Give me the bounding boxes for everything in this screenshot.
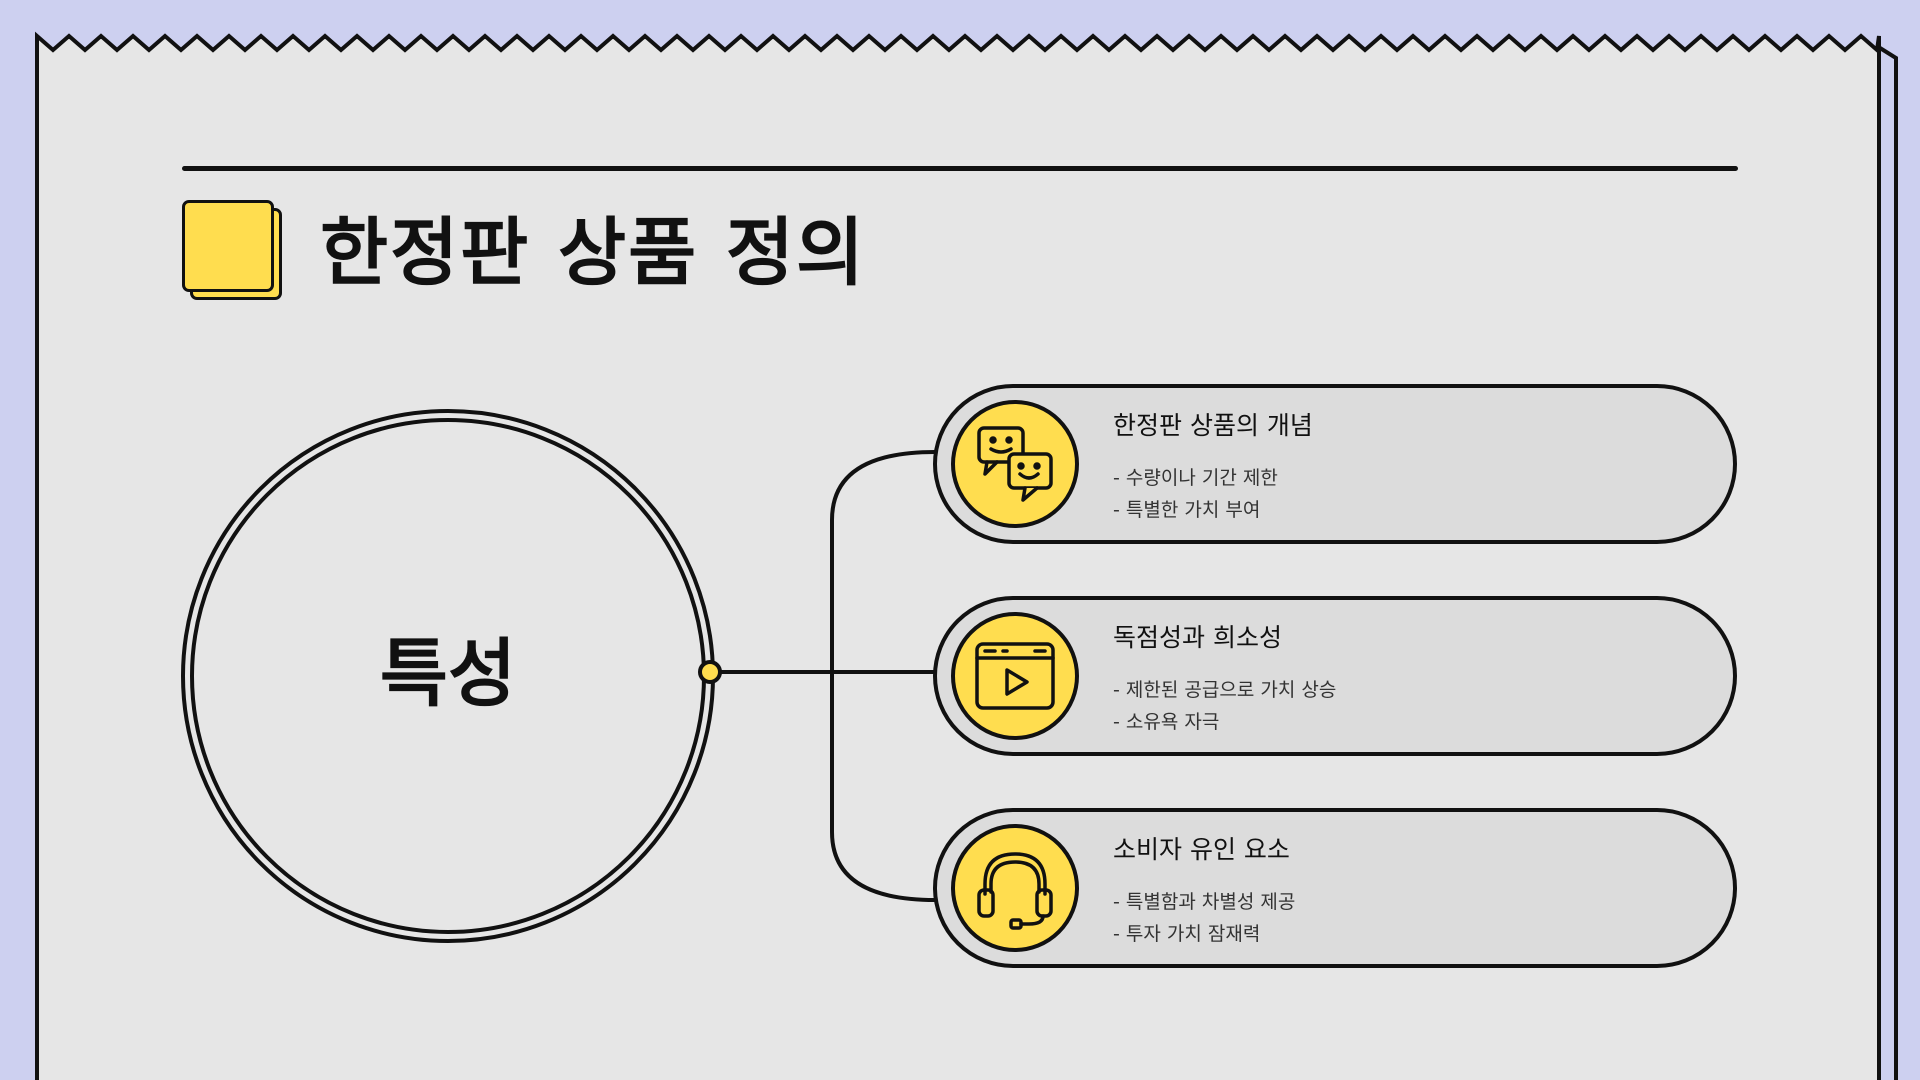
bullet-item: - 특별함과 차별성 제공: [1113, 891, 1296, 913]
video-play-icon: [975, 642, 1055, 710]
exclusivity-card: 독점성과 희소성 - 제한된 공급으로 가치 상승 - 소유욕 자극: [933, 596, 1737, 756]
icon-badge: [951, 612, 1079, 740]
card-title: 한정판 상품의 개념: [1113, 411, 1313, 440]
title-rule: [182, 166, 1738, 171]
bullet-item: - 투자 가치 잠재력: [1113, 923, 1261, 945]
chat-bubbles-icon: [977, 426, 1053, 502]
bullet-item: - 특별한 가치 부여: [1113, 499, 1261, 521]
center-label: 특성: [379, 631, 517, 717]
concept-card: 한정판 상품의 개념 - 수량이나 기간 제한 - 특별한 가치 부여: [933, 384, 1737, 544]
connector-branch: [830, 450, 936, 902]
connector-dot: [698, 660, 722, 684]
paper-shadow-edge: [1878, 46, 1898, 1080]
bullet-item: - 수량이나 기간 제한: [1113, 467, 1278, 489]
card-title: 독점성과 희소성: [1113, 623, 1282, 652]
consumer-attraction-card: 소비자 유인 요소 - 특별함과 차별성 제공 - 투자 가치 잠재력: [933, 808, 1737, 968]
card-bullets: - 특별함과 차별성 제공 - 투자 가치 잠재력: [1113, 886, 1295, 950]
card-bullets: - 수량이나 기간 제한 - 특별한 가치 부여: [1113, 462, 1278, 526]
card-bullets: - 제한된 공급으로 가치 상승 - 소유욕 자극: [1113, 674, 1336, 738]
card-title: 소비자 유인 요소: [1113, 835, 1290, 864]
bullet-item: - 소유욕 자극: [1113, 711, 1220, 733]
title-square-icon: [182, 200, 288, 306]
page-title: 한정판 상품 정의: [320, 210, 867, 296]
headset-icon: [977, 852, 1053, 930]
bullet-item: - 제한된 공급으로 가치 상승: [1113, 679, 1337, 701]
icon-badge: [951, 824, 1079, 952]
icon-badge: [951, 400, 1079, 528]
